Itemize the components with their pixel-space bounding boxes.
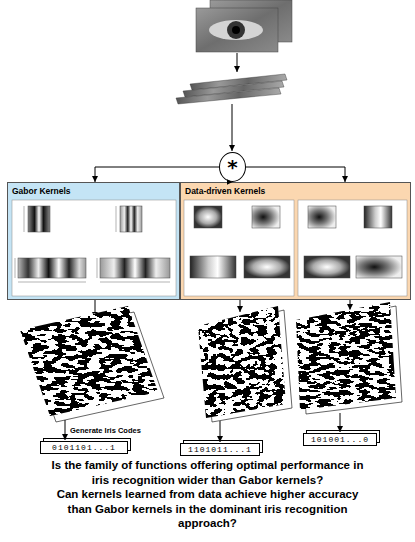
flow-connector — [95, 167, 219, 182]
convolution-circle: * — [219, 152, 246, 182]
eye-shape — [226, 11, 278, 29]
flow-arrow — [237, 53, 238, 72]
iris-strip — [190, 74, 287, 90]
eye-photo — [210, 0, 292, 42]
binary-map — [296, 302, 396, 410]
flow-arrow — [240, 300, 241, 312]
binary-map — [20, 306, 158, 416]
flow-arrow — [340, 413, 341, 432]
iris-strip — [183, 81, 284, 97]
iris-code-box: 101001...0 — [303, 433, 377, 446]
binary-map — [296, 302, 396, 410]
iris-shape — [244, 12, 260, 28]
iris-code: 0101101...1 — [41, 442, 127, 453]
flow-arrow — [232, 104, 233, 151]
eye-shape — [209, 20, 263, 40]
binary-map — [198, 306, 286, 418]
pupil-shape — [232, 26, 240, 34]
iris-code: 101001...0 — [304, 434, 376, 445]
kernel-group-box: Gabor Kernels — [7, 182, 180, 300]
flow-arrow — [65, 420, 66, 440]
research-question: Is the family of functions offering opti… — [50, 458, 365, 487]
binary-map — [204, 310, 292, 422]
flow-arrow — [220, 421, 221, 442]
flow-arrow — [350, 300, 351, 310]
group-heading: Data-driven Kernels — [185, 186, 265, 196]
iris-code: 1101011...1 — [181, 444, 259, 455]
group-heading: Gabor Kernels — [12, 186, 71, 196]
research-question: Can kernels learned from data achieve hi… — [50, 487, 365, 531]
operator-symbol: * — [220, 153, 245, 181]
flow-connector — [246, 167, 345, 182]
iris-code-box: 0101101...1 — [40, 441, 128, 454]
step-label: Generate Iris Codes — [70, 426, 141, 435]
binary-map — [20, 306, 158, 416]
iris-shape — [227, 21, 245, 39]
flow-arrow — [95, 300, 96, 318]
iris-code-box: 1101011...1 — [180, 443, 260, 456]
eye-photo — [196, 8, 278, 52]
iris-strip — [176, 88, 281, 104]
binary-map — [302, 306, 402, 414]
binary-map — [198, 306, 286, 418]
binary-map — [26, 312, 164, 422]
kernel-group-box: Data-driven Kernels — [180, 182, 411, 300]
question-block: Is the family of functions offering opti… — [50, 458, 365, 531]
